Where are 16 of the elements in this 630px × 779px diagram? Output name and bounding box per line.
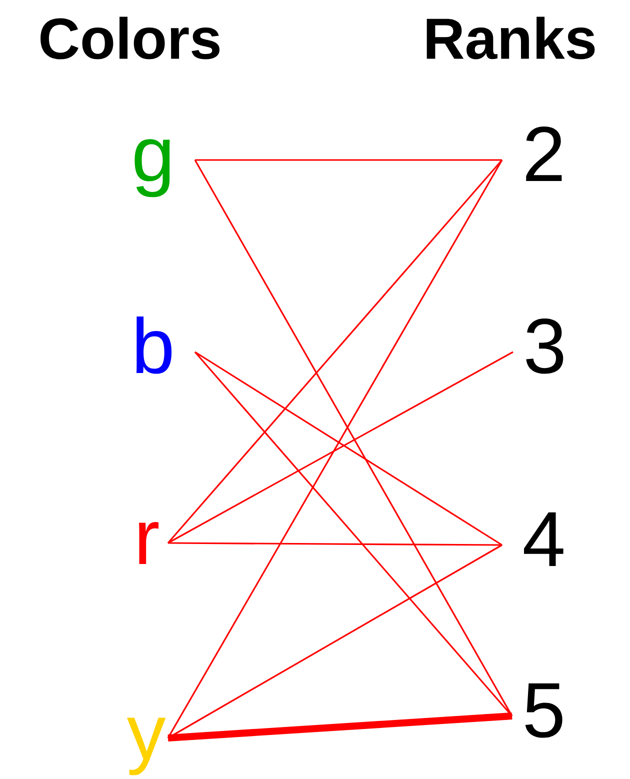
column-header: Ranks <box>426 16 595 60</box>
connector-line <box>195 159 502 161</box>
color-letter: y <box>127 718 166 776</box>
column-header: Colors <box>40 16 220 60</box>
connector-line <box>194 351 513 717</box>
color-letter: r <box>139 522 158 564</box>
rank-number: 3 <box>526 318 564 374</box>
rank-number: 2 <box>526 126 562 181</box>
color-letter: g <box>134 139 170 198</box>
connector-line <box>168 544 502 739</box>
connector-line <box>167 159 503 544</box>
color-letter: b <box>136 316 172 374</box>
connector-line <box>168 712 512 742</box>
rank-number: 4 <box>524 512 564 566</box>
connector-line <box>168 542 502 546</box>
rank-number: 5 <box>525 683 562 738</box>
